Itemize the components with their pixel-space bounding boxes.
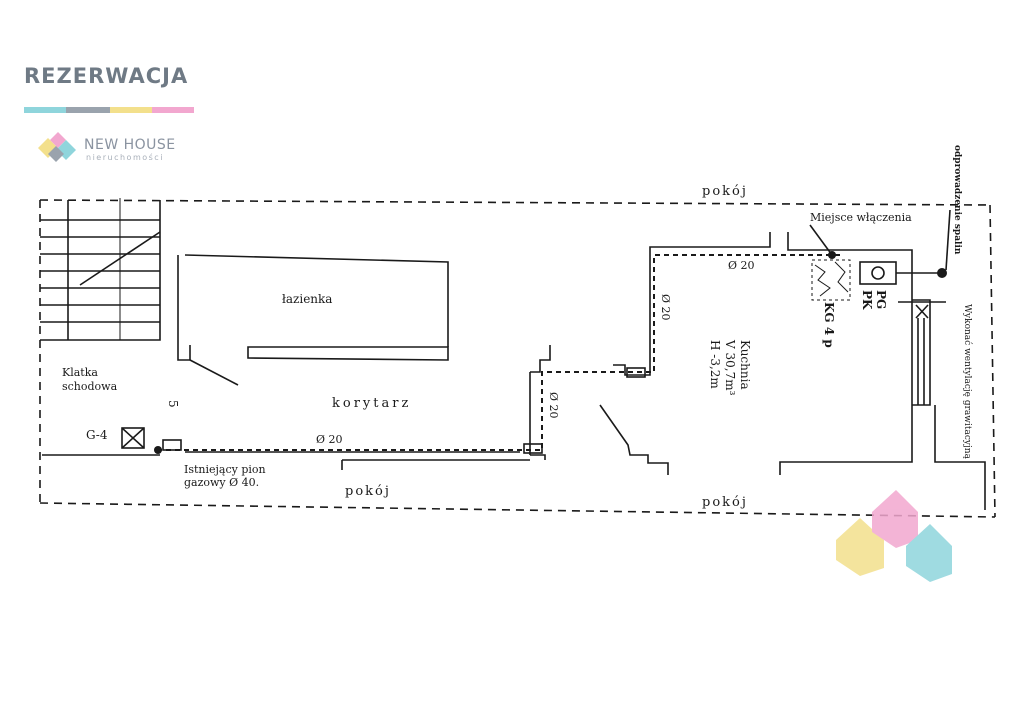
leader-miejsce [809,224,833,256]
room-pokoj-top: pokój [702,184,748,199]
logo-subtitle: nieruchomości [86,153,164,162]
wall-bathroom-bottom [247,346,449,361]
room-pokoj-bottom-right: pokój [702,495,748,510]
brand-bar-yellow [110,107,152,113]
room-kuchnia-line3: H -3,2m [708,340,722,389]
wall-left-vertical [177,255,191,361]
fitting-kitchen [626,367,646,378]
wall-mid-bottom [530,454,546,460]
label-d20-vertical: Ø 20 [659,294,672,321]
wall-corridor-bottom-2 [341,459,530,470]
label-wykonac: Wykonać wentylację grawitacyjną [962,304,972,459]
wall-kitchen-door [599,404,669,475]
room-klatka-line2: schodowa [62,380,118,393]
boundary-bottom [39,502,996,518]
wall-kitchen-top [787,232,913,300]
stair-outline [40,200,161,341]
label-pion-line2: gazowy Ø 40. [184,476,260,489]
brand-bar-blue [24,107,66,113]
wall-right-stub [934,405,986,510]
watermark-logo [836,490,952,582]
gas-line [157,254,840,451]
label-miejsce: Miejsce włączenia [810,211,912,224]
wall-kitchen-bottom [779,300,913,475]
label-g4: G-4 [86,428,108,442]
boundary-top [39,199,991,206]
door-swing-left [189,359,239,386]
room-klatka-line1: Klatka [62,366,98,379]
room-kuchnia-line1: Kuchnia [738,340,752,390]
label-five: 5 [166,400,180,408]
wall-kitchen-left [613,232,771,376]
room-lazienka: łazienka [282,292,333,306]
room-korytarz: korytarz [332,396,412,411]
label-d20-corridor: Ø 20 [316,433,343,446]
gas-meter [121,427,145,449]
wall-mid-stub [530,345,551,373]
label-d20-kitchen: Ø 20 [728,259,755,272]
wall-corridor-bottom [42,451,520,456]
logo-name: NEW HOUSE [84,137,176,153]
wall-bathroom [184,254,449,347]
room-pokoj-bottom-left: pokój [345,484,391,499]
logo-icon [38,132,76,162]
brand-title: REZERWACJA [24,64,189,88]
boundary-right [989,204,996,518]
brand-bar-gray [66,107,110,113]
label-pg: PG [874,290,888,310]
label-kg4p: KG 4 p [822,302,836,348]
label-pk: PK [860,290,874,310]
brand-bar-pink [152,107,194,113]
label-odprowadzenie: odprowadzenie spalin [952,145,962,255]
fitting-corridor [523,443,543,454]
pipe-fitting [162,439,182,451]
wall-window [912,299,931,406]
room-kuchnia-line2: V 30,7m³ [723,340,737,396]
boiler-box [859,261,897,285]
label-d20-bottom: Ø 20 [547,392,560,419]
appliance-pattern [811,259,851,301]
label-pion-line1: Istniejący pion [184,463,266,476]
